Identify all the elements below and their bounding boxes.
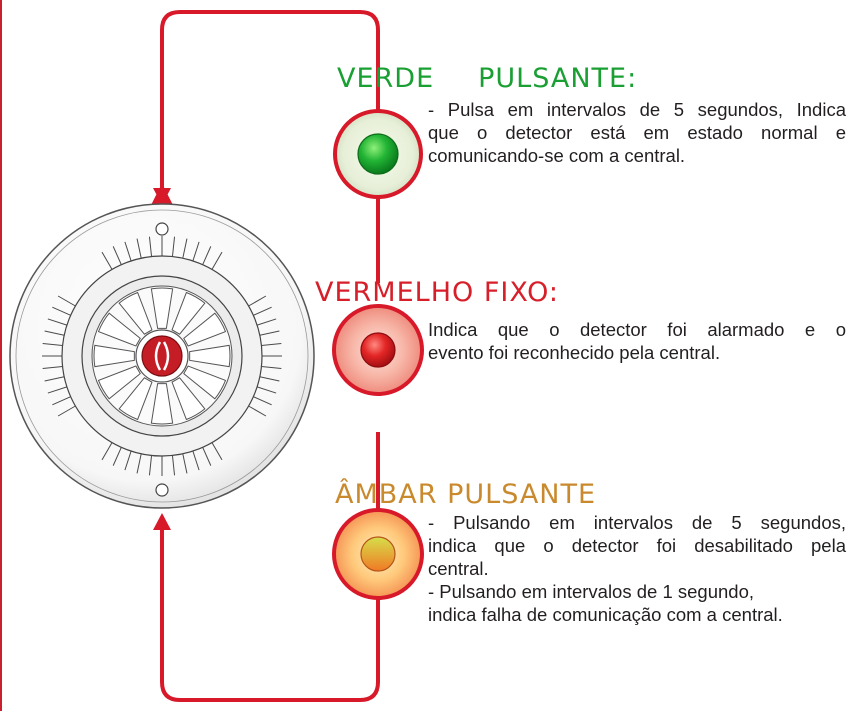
detector-vent-fin [57, 295, 76, 307]
vermelho-description: Indica que o detector foi alarmado e o e… [428, 318, 846, 364]
ambar-line-1: - Pulsando em intervalos de 5 segundos, [428, 512, 846, 533]
detector-vent-fin [211, 442, 223, 461]
left-border-line [0, 0, 2, 711]
ambar-heading: ÂMBAR PULSANTE [335, 479, 597, 510]
detector-vent-fin [42, 365, 63, 370]
detector-vent-fin [52, 396, 71, 406]
detector-vent-fin [44, 376, 65, 382]
detector-spoke [189, 344, 231, 368]
detector-vent-fin [52, 306, 71, 316]
arrow-down-icon [153, 188, 171, 205]
detector-spoke [183, 312, 227, 347]
detector-vent-fin [112, 246, 122, 265]
detector-vent-fin [248, 405, 267, 417]
detector-spoke [93, 344, 135, 368]
detector-spoke [171, 377, 206, 421]
detector-vent-fin [259, 376, 280, 382]
red-led-icon [332, 304, 424, 396]
detector-vent-fin [171, 236, 176, 257]
detector-spoke [97, 312, 141, 347]
detector-vent-fin [112, 447, 122, 466]
detector-vent-fin [261, 342, 282, 347]
detector-vent-fin [256, 318, 277, 326]
verde-heading-word2: PULSANTE: [478, 63, 638, 94]
detector-vent-fin [182, 238, 188, 259]
amber-led-icon [332, 508, 424, 600]
green-led-icon [333, 109, 423, 199]
detector-vent-fin [136, 238, 142, 259]
vermelho-line-2: evento foi reconhecido pela central. [428, 342, 721, 363]
verde-heading-word1: VERDE [337, 63, 435, 94]
detector-vent-fin [253, 306, 272, 316]
detector-vent-fin [148, 455, 153, 476]
verde-line-1: - Pulsa em intervalos de 5 segundos, Ind… [428, 99, 846, 120]
detector-vent-fin [171, 455, 176, 476]
ambar-line-2: indica que o detector foi desabilitado p… [428, 535, 846, 556]
ambar-line-5: indica falha de comunicação com a centra… [428, 604, 783, 625]
detector-spoke [118, 291, 153, 335]
detector-vent-fin [182, 453, 188, 474]
detector-vent-fin [101, 251, 113, 270]
detector-vent-fin [261, 365, 282, 370]
detector-vent-fin [124, 241, 132, 262]
verde-description: - Pulsa em intervalos de 5 segundos, Ind… [428, 98, 846, 167]
detector-vent-fin [259, 330, 280, 336]
detector-vent-fin [47, 386, 68, 394]
detector-spoke [150, 287, 174, 329]
verde-line-3: comunicando-se com a central. [428, 145, 686, 166]
detector-vent-fin [44, 330, 65, 336]
vermelho-line-1: Indica que o detector foi alarmado e o [428, 319, 846, 340]
detector-vent-fin [136, 453, 142, 474]
detector-vent-fin [248, 295, 267, 307]
ambar-description: - Pulsando em intervalos de 5 segundos, … [428, 511, 846, 626]
detector-vent-fin [192, 241, 200, 262]
arrow-up-icon [153, 513, 171, 530]
detector-vent-fin [42, 342, 63, 347]
detector-vent-fin [148, 236, 153, 257]
connector-line-top [160, 10, 380, 200]
detector-spoke [183, 365, 227, 400]
detector-vent-fin [192, 450, 200, 471]
smoke-detector-icon [9, 203, 315, 509]
vermelho-heading: VERMELHO FIXO: [315, 277, 559, 308]
detector-spoke [150, 383, 174, 425]
ambar-line-3: central. [428, 558, 489, 579]
detector-spoke [118, 377, 153, 421]
detector-vent-fin [202, 447, 212, 466]
connector-line-bottom [160, 525, 380, 702]
detector-vent-fin [124, 450, 132, 471]
detector-vent-fin [211, 251, 223, 270]
detector-vent-fin [202, 246, 212, 265]
detector-vent-fin [256, 386, 277, 394]
verde-line-2: que o detector está em estado normal e [428, 122, 846, 143]
detector-spoke [171, 291, 206, 335]
ambar-line-4: - Pulsando em intervalos de 1 segundo, [428, 581, 755, 602]
detector-spoke [97, 365, 141, 400]
detector-vent-fin [57, 405, 76, 417]
detector-vent-fin [253, 396, 272, 406]
verde-heading: VERDE PULSANTE: [337, 63, 637, 95]
detector-vent-fin [101, 442, 113, 461]
detector-vent-fin [47, 318, 68, 326]
